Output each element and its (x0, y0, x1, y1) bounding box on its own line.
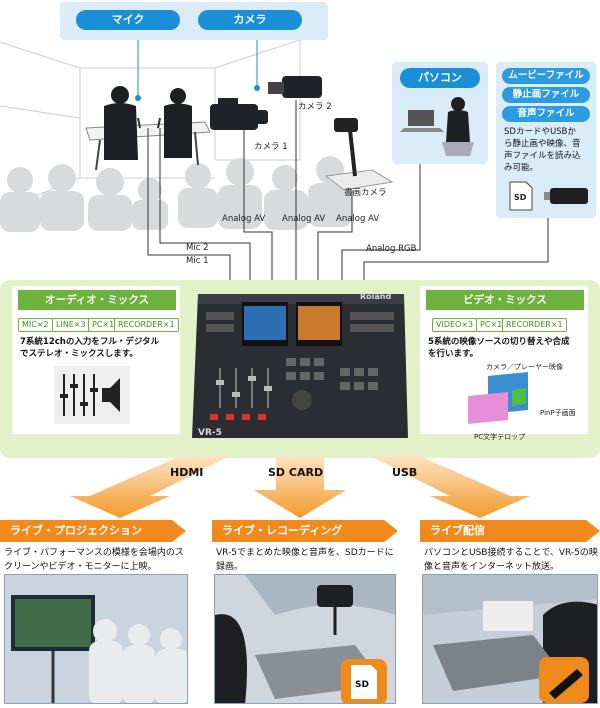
panel-title-projection: ライブ・プロジェクション (0, 520, 186, 542)
movie-file-label: ムービーファイル (502, 68, 590, 84)
layer-composition-icon (468, 372, 528, 424)
recording-scene: SD (214, 574, 396, 704)
audio-tag: RECORDER×1 (114, 318, 179, 332)
projection-scene (4, 574, 188, 704)
wire-analog-av-3: Analog AV (336, 214, 380, 224)
output-hdmi: HDMI (170, 466, 204, 479)
device-model: VR-5 (198, 428, 222, 438)
output-sdcard: SD CARD (268, 466, 324, 479)
svg-text:SD: SD (355, 680, 369, 690)
audio-file-label: 音声ファイル (502, 106, 590, 122)
output-usb: USB (392, 466, 418, 479)
video-tag: VIDEO×3 (432, 318, 478, 332)
video-tag: RECORDER×1 (502, 318, 567, 332)
wire-analog-av-1: Analog AV (222, 214, 266, 224)
pc-user-icon (400, 97, 474, 156)
panel-title-recording: ライブ・レコーディング (212, 520, 398, 542)
camera2-label: カメラ 2 (298, 102, 332, 112)
device-brand: Roland (360, 292, 392, 301)
video-mix-description: 5系統の映像ソースの切り替えや合成 を行います。 (428, 337, 570, 359)
camera-label: カメラ (198, 10, 302, 30)
video-mix-title: ビデオ・ミックス (426, 290, 584, 310)
camera-player-label: カメラ／プレーヤー映像 (486, 363, 563, 371)
pc-label: パソコン (400, 68, 480, 88)
pc-telop-label: PC文字テロップ (474, 433, 526, 441)
svg-text:SD: SD (514, 193, 527, 202)
sd-usb-icon: SD (509, 181, 588, 211)
output-arrows (70, 456, 530, 518)
camera1-label: カメラ 1 (254, 142, 288, 152)
audio-mix-description: 7系統12chの入力をフル・デジタル でステレオ・ミックスします。 (20, 337, 160, 359)
still-file-label: 静止画ファイル (502, 87, 590, 103)
panel-desc-streaming: パソコンとUSB接続することで、VR-5の映 像と音声をインターネット放送。 (424, 548, 598, 572)
media-description: SDカードやUSBか ら静止画や映像、音 声ファイルを読み込 み可能。 (504, 127, 581, 173)
wire-analog-rgb: Analog RGB (366, 244, 417, 254)
audio-tag: LINE×3 (52, 318, 90, 332)
audio-tag: MIC×2 (18, 318, 53, 332)
mixer-speaker-icon (54, 366, 130, 424)
wire-mic1: Mic 1 (186, 256, 209, 266)
wire-mic2: Mic 2 (186, 243, 209, 253)
panel-desc-projection: ライブ・パフォーマンスの模様を会場内のス クリーンやビデオ・モニターに上映。 (4, 548, 184, 572)
pinp-label: PinP子画面 (540, 409, 576, 417)
wire-analog-av-2: Analog AV (282, 214, 326, 224)
vr5-device (192, 294, 408, 438)
venue-illustration (0, 39, 549, 280)
audio-mix-title: オーディオ・ミックス (18, 290, 176, 310)
mic-label: マイク (76, 10, 180, 30)
doc-camera-label: 書画カメラ (344, 188, 387, 198)
panel-title-streaming: ライブ配信 (420, 520, 600, 542)
streaming-scene (422, 574, 598, 704)
panel-desc-recording: VR-5でまとめた映像と音声を、SDカードに 録画。 (216, 548, 394, 572)
